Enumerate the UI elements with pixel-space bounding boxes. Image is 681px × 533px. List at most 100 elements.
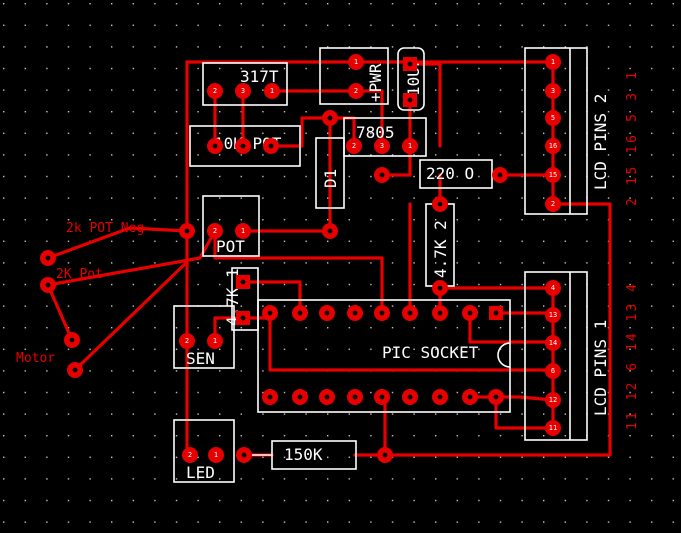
pad-7805-2-number: 2 [352,142,356,150]
pad-pwr-2: 2 [348,83,364,99]
trace-pot-to-pic [213,229,384,315]
pad-led-2: 2 [182,447,198,463]
pad-pic-top-6 [402,305,418,321]
pad-lcd2-16: 16 [545,138,561,154]
pad-pic-top-3 [319,305,335,321]
label-lcd1-side: 11 12 6 14 13 4 [625,284,640,430]
pad-sen-1: 1 [207,333,223,349]
pad-47k2-a [432,196,448,212]
pad-7805-2: 2 [346,138,362,154]
pad-pic-top-4 [347,305,363,321]
pad-pic-bottom-8 [462,389,478,405]
pad-lcd2-15: 15 [545,167,561,183]
pad-lcd1-13-number: 13 [549,311,557,319]
label-sen: SEN [186,349,215,368]
pad-pic-bottom-4 [347,389,363,405]
outline-pic [257,299,511,413]
pad-lcd1-4-number: 4 [551,284,555,292]
pad-lcd1-14: 14 [545,335,561,351]
pad-pic-bottom-1 [262,389,278,405]
pad-lcd2-1-number: 1 [551,58,555,66]
outline-7805 [343,117,427,157]
trace-offboard-motor [73,260,189,372]
pad-pic-top-8 [462,305,478,321]
pad-10kpot-3 [263,138,279,154]
trace-pic-to-lcd6 [268,311,555,372]
trace-lcd2-right [383,202,612,457]
pad-47k1-a [236,275,250,289]
pad-lcd2-5-number: 5 [551,114,555,122]
pad-pic-top-2 [292,305,308,321]
pad-pic-top-1 [262,305,278,321]
pad-lcd2-3-number: 3 [551,87,555,95]
pad-lcd2-3: 3 [545,83,561,99]
pad-lcd2-1: 1 [545,54,561,70]
pad-pic-top-5 [374,305,390,321]
pad-pot-2-number: 2 [213,227,217,235]
pad-317t-1: 1 [264,83,280,99]
outline-pwr [319,47,389,105]
pad-lcd1-12: 12 [545,392,561,408]
pad-lcd1-6-number: 6 [551,367,555,375]
pad-cap-minus [403,93,417,107]
label-motor: Motor [16,351,55,366]
pad-lcd1-11: 11 [545,420,561,436]
pad-pic-bottom-7 [432,389,448,405]
pad-pic-top-7 [432,305,448,321]
label-2k-pot-neg: 2k POT Neg [66,221,144,236]
pad-7805-1-number: 1 [408,142,412,150]
pad-lcd1-13: 13 [545,307,561,323]
pad-cap-plus [403,57,417,71]
pad-pic-bottom-5 [374,389,390,405]
trace-offboard-pot [46,229,217,287]
outline-sen [173,305,235,369]
pad-317t-1-number: 1 [270,87,274,95]
pad-10kpot-1 [207,138,223,154]
lcd-side-labels: 2 15 16 5 3 1 11 12 6 14 13 4 [625,72,640,430]
pad-offboard-motor-b [67,362,83,378]
outline-lcd2 [524,47,588,215]
pad-offboard-motor-a [64,332,80,348]
trace-pic-to-lcd12 [468,395,555,402]
pad-lcd2-2-number: 2 [551,200,555,208]
pad-47k2-b [432,280,448,296]
label-220: 220 O [426,164,474,183]
label-lcd2-side: 2 15 16 5 3 1 [625,72,640,206]
pad-47k1-b [236,311,250,325]
label-2k-pot: 2K Pot [56,267,103,282]
pad-150k-b [377,447,393,463]
label-lcd2: LCD PINS 2 [591,94,610,190]
outline-317t [202,62,288,106]
label-pic: PIC SOCKET [382,343,479,362]
outline-47k1 [231,267,259,331]
pad-10kpot-2 [235,138,251,154]
pad-7805-3-number: 3 [380,142,384,150]
component-labels: 317T +PWR 10UF LCD PINS 2 10K POT 7805 D… [186,57,610,482]
label-150k: 150K [284,445,323,464]
pad-317t-3-number: 3 [241,87,245,95]
offboard-labels: 2k POT Neg 2K Pot Motor [16,221,144,366]
pad-pic-bottom-3 [319,389,335,405]
pad-220-a [374,167,390,183]
outline-pot [202,195,260,257]
pad-pwr-1: 1 [348,54,364,70]
silkscreen [173,47,588,483]
pad-lcd2-2: 2 [545,196,561,212]
pad-pic-bottom-2 [292,389,308,405]
pad-lcd1-11-number: 11 [549,424,557,432]
label-led: LED [186,463,215,482]
pad-pot-1-number: 1 [241,227,245,235]
pad-pwr-2-number: 2 [354,87,358,95]
trace-pwr2-7805 [354,89,384,148]
pad-pot-1: 1 [235,223,251,239]
label-pot: POT [216,237,245,256]
pad-317t-3: 3 [235,83,251,99]
pad-pic-bottom-9 [488,389,504,405]
pad-7805-3: 3 [374,138,390,154]
pad-7805-1: 1 [402,138,418,154]
pad-150k-a [236,447,252,463]
label-pwr: +PWR [366,63,385,102]
